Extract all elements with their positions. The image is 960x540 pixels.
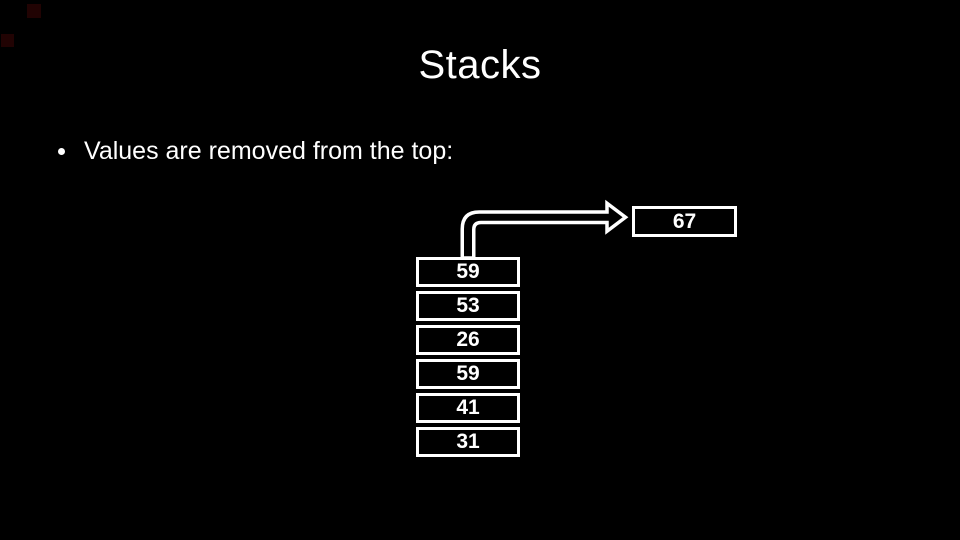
popped-value: 67 <box>672 209 697 233</box>
stack: 59 53 26 59 41 31 <box>416 257 520 457</box>
stack-item: 31 <box>416 427 520 457</box>
bullet-dot-icon <box>58 147 65 155</box>
stack-item-value: 53 <box>456 294 480 317</box>
bullet-line: Values are removed from the top: <box>58 136 453 166</box>
stack-item: 59 <box>416 257 520 287</box>
screen-artifact <box>1 34 14 47</box>
stack-item: 59 <box>416 359 520 389</box>
slide-title: Stacks <box>418 43 542 87</box>
bullet-text: Values are removed from the top: <box>84 137 454 165</box>
screen-artifact <box>27 4 41 18</box>
stack-item-value: 41 <box>456 396 480 419</box>
stack-item-value: 59 <box>456 260 480 283</box>
popped-value-box: 67 <box>632 206 737 237</box>
stack-item: 41 <box>416 393 520 423</box>
stack-item-value: 59 <box>456 362 480 385</box>
stack-item: 26 <box>416 325 520 355</box>
stack-item-value: 26 <box>456 328 480 351</box>
stack-item: 53 <box>416 291 520 321</box>
stack-item-value: 31 <box>456 430 480 453</box>
